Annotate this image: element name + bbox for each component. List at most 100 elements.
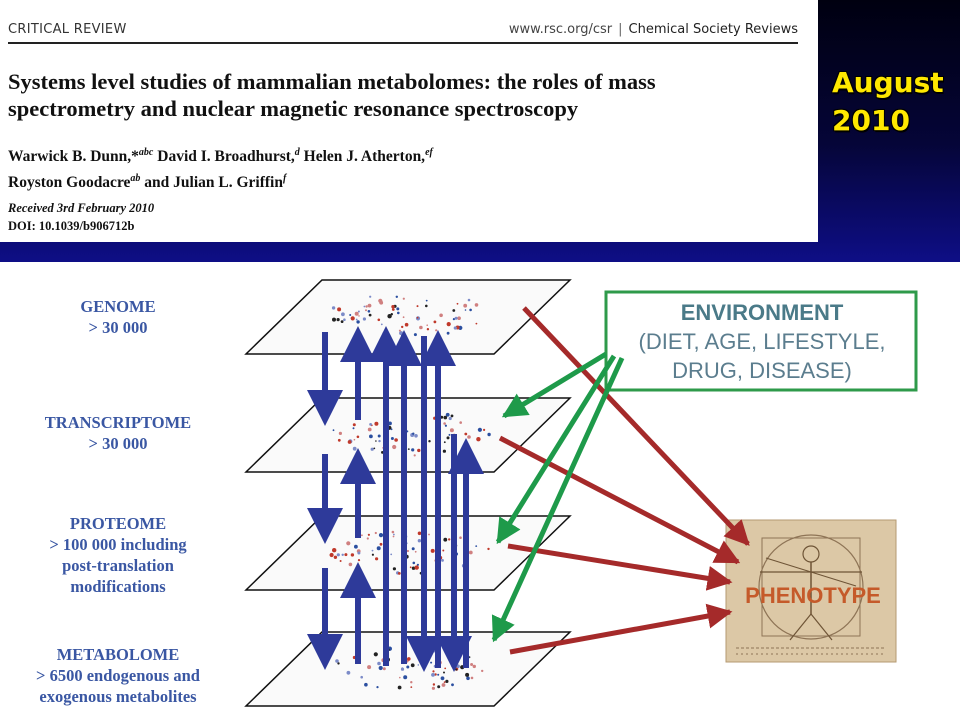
- network-node: [397, 311, 400, 315]
- network-node: [350, 316, 355, 321]
- network-node: [375, 557, 379, 561]
- network-node: [487, 432, 491, 437]
- network-node: [398, 329, 401, 332]
- network-node: [441, 683, 446, 687]
- author-name: and Julian L. Griffin: [140, 174, 283, 192]
- network-node: [374, 531, 377, 535]
- layer-detail: post-translation: [62, 556, 174, 575]
- network-node: [390, 553, 393, 556]
- network-node: [352, 427, 355, 430]
- environment-label: ENVIRONMENT (DIET, AGE, LIFESTYLE, DRUG,…: [612, 298, 912, 385]
- network-node: [363, 305, 366, 308]
- network-node: [443, 422, 446, 425]
- genome-plane: [244, 279, 572, 355]
- network-node: [419, 325, 423, 330]
- network-node: [446, 331, 450, 335]
- network-node: [352, 423, 356, 427]
- network-node: [464, 432, 468, 436]
- journal-name: Chemical Society Reviews: [628, 22, 799, 37]
- network-node: [475, 322, 478, 325]
- network-node: [378, 439, 381, 443]
- doi: DOI: 10.1039/b906712b: [8, 219, 135, 233]
- date-year: 2010: [832, 104, 910, 137]
- environment-box: [604, 290, 918, 392]
- network-node: [406, 549, 409, 553]
- network-node: [414, 565, 419, 570]
- network-node: [417, 448, 421, 453]
- layer-count: > 6500 endogenous and: [36, 666, 200, 685]
- author-affiliation: d: [294, 147, 300, 158]
- network-node: [371, 553, 374, 556]
- network-node: [344, 553, 348, 557]
- network-node: [443, 671, 445, 674]
- network-node: [443, 415, 448, 420]
- network-node: [459, 421, 463, 424]
- network-node: [353, 438, 356, 441]
- environment-factors: (DIET, AGE, LIFESTYLE,: [638, 329, 886, 354]
- network-node: [445, 679, 449, 683]
- network-node: [437, 685, 441, 689]
- network-node: [337, 307, 342, 312]
- network-node: [443, 537, 448, 542]
- network-node: [410, 686, 413, 688]
- network-node: [392, 444, 397, 450]
- layer-detail: modifications: [70, 577, 166, 596]
- network-node: [371, 549, 374, 552]
- network-node: [392, 535, 395, 538]
- network-node: [382, 667, 386, 671]
- network-node: [343, 318, 346, 321]
- network-node: [439, 313, 443, 318]
- network-node: [378, 533, 384, 538]
- network-node: [340, 320, 344, 323]
- network-node: [417, 539, 422, 543]
- network-node: [401, 667, 404, 670]
- network-node: [409, 566, 412, 569]
- network-node: [367, 310, 371, 313]
- network-node: [446, 322, 451, 327]
- metabolome-label: METABOLOME > 6500 endogenous and exogeno…: [0, 644, 236, 707]
- network-node: [335, 659, 339, 663]
- paper-title-line: Systems level studies of mammalian metab…: [8, 69, 656, 94]
- network-node: [457, 316, 461, 320]
- received-date: Received 3rd February 2010: [8, 201, 155, 215]
- environment-title: ENVIRONMENT: [680, 300, 844, 325]
- network-node: [379, 542, 383, 546]
- network-node: [367, 303, 372, 308]
- network-node: [347, 440, 352, 444]
- network-node: [456, 302, 459, 305]
- network-node: [350, 553, 355, 557]
- network-node: [412, 561, 416, 565]
- network-node: [470, 676, 474, 680]
- network-node: [466, 676, 470, 681]
- network-node: [434, 673, 437, 676]
- network-node: [472, 664, 476, 669]
- network-node: [391, 308, 395, 311]
- network-node: [464, 309, 467, 311]
- network-node: [432, 670, 435, 673]
- network-node: [413, 454, 416, 457]
- network-node: [365, 309, 367, 312]
- network-node: [444, 667, 447, 670]
- layer-name: METABOLOME: [56, 645, 180, 664]
- network-node: [366, 537, 369, 540]
- network-node: [410, 681, 413, 684]
- journal-bar: CRITICAL REVIEW www.rsc.org/csr|Chemical…: [8, 20, 798, 44]
- network-node: [367, 533, 370, 536]
- network-node: [378, 665, 383, 671]
- network-node: [402, 316, 405, 319]
- network-node: [435, 329, 438, 332]
- network-node: [394, 438, 398, 442]
- network-node: [341, 312, 345, 317]
- red-arrows: [498, 306, 750, 655]
- author-name: Royston Goodacre: [8, 174, 131, 192]
- network-node: [367, 427, 372, 432]
- network-node: [425, 299, 428, 302]
- network-node: [454, 316, 458, 320]
- network-node: [395, 295, 398, 298]
- network-node: [470, 663, 474, 666]
- network-node: [467, 298, 471, 302]
- network-node: [336, 318, 340, 322]
- network-node: [433, 320, 437, 324]
- network-node: [483, 428, 486, 431]
- network-node: [377, 434, 381, 438]
